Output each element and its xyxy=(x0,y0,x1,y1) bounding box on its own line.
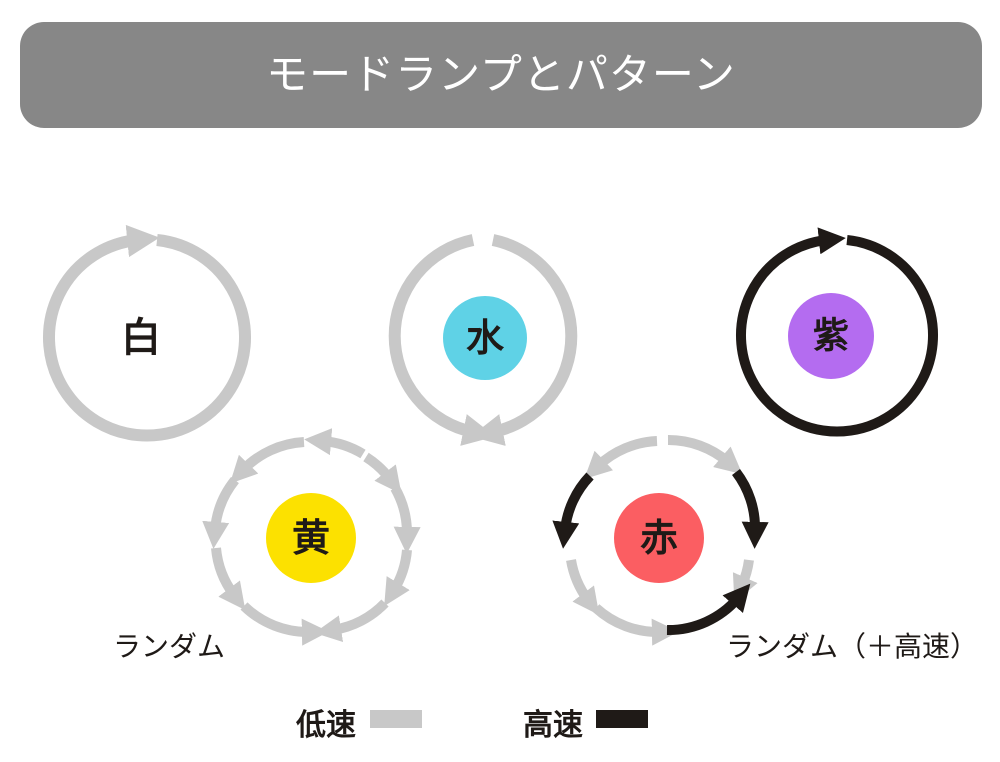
mode-dot-purple xyxy=(788,293,874,379)
title-bar: モードランプとパターン xyxy=(20,22,982,128)
yellow-arrow-6 xyxy=(384,549,412,607)
yellow-arrow-1 xyxy=(304,428,366,459)
yellow-arrow-7 xyxy=(211,547,246,611)
mode-red: 赤 xyxy=(552,434,769,646)
mode-dot-water xyxy=(443,296,527,380)
red-slow-arrow-3 xyxy=(732,559,758,603)
mode-label-purple: 紫 xyxy=(813,316,849,357)
water-left-arrow xyxy=(388,234,496,446)
red-slow-arrow-4 xyxy=(566,559,600,616)
legend-slow-swatch xyxy=(370,710,422,728)
page-title: モードランプとパターン xyxy=(266,50,736,99)
yellow-arrow-5 xyxy=(390,485,421,554)
mode-dot-red xyxy=(614,493,704,583)
red-fast-arrow-2 xyxy=(731,468,769,549)
mode-yellow: 黄 xyxy=(202,428,421,646)
caption-yellow-random: ランダム xyxy=(113,630,226,663)
yellow-arrow-2 xyxy=(363,452,402,495)
red-slow-arrow-1 xyxy=(584,436,658,479)
mode-dot-yellow xyxy=(266,493,356,583)
purple-loop-arrow xyxy=(736,227,938,437)
red-fast-arrows xyxy=(552,468,769,636)
mode-purple: 紫 xyxy=(736,227,938,437)
yellow-arrow-3 xyxy=(229,437,305,484)
white-loop-arrow xyxy=(43,224,251,442)
mode-label-white: 白 xyxy=(121,315,161,361)
mode-label-water: 水 xyxy=(466,316,505,360)
yellow-segment-arrows xyxy=(202,428,421,646)
mode-label-red: 赤 xyxy=(640,516,678,560)
yellow-arrow-9 xyxy=(240,602,329,646)
red-slow-arrow-2 xyxy=(667,434,743,475)
legend-fast-swatch xyxy=(596,710,648,728)
yellow-arrow-4 xyxy=(202,476,239,549)
caption-red-random-fast: ランダム（＋高速） xyxy=(726,630,979,663)
mode-white: 白 xyxy=(43,224,251,442)
red-fast-arrow-3 xyxy=(666,583,751,636)
red-fast-arrow-1 xyxy=(552,472,594,549)
water-right-arrow xyxy=(470,234,578,446)
legend-fast-label: 高速 xyxy=(523,708,583,743)
yellow-arrow-8 xyxy=(314,599,389,643)
legend-slow-label: 低速 xyxy=(296,708,356,743)
mode-water: 水 xyxy=(388,234,578,446)
red-slow-arrow-5 xyxy=(592,604,679,646)
mode-label-yellow: 黄 xyxy=(292,516,330,560)
